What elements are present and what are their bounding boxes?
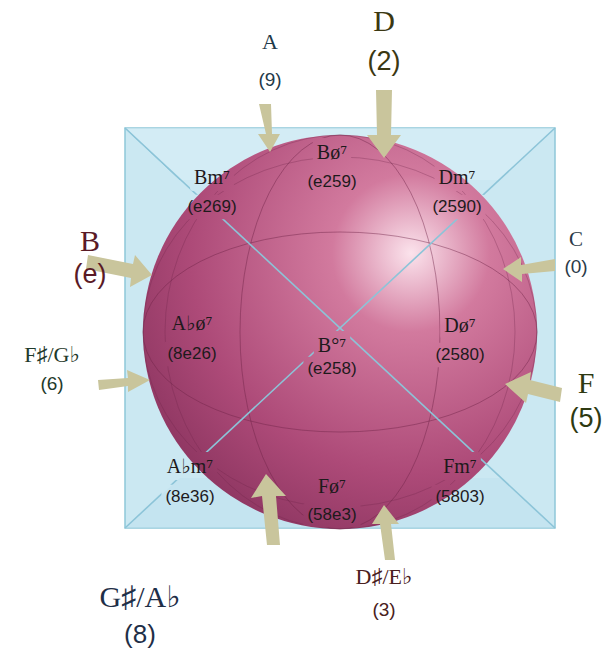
sphere-node: Bm⁷ (e269) Bø⁷ (e259) Dm⁷ (2590) A♭ø⁷ (8e26) B°⁷… xyxy=(143,135,537,529)
cube-face xyxy=(125,128,555,528)
chord-name: Dm⁷ xyxy=(439,166,476,188)
arrows xyxy=(86,90,562,560)
pitch-set: (8e36) xyxy=(165,488,214,507)
pitch-class: (9) xyxy=(258,70,281,91)
note-name: F xyxy=(578,366,595,399)
chord-name: Bm⁷ xyxy=(194,166,230,188)
pitch-class: (6) xyxy=(40,374,63,395)
chord-name: A♭ø⁷ xyxy=(172,312,213,334)
note-name: F♯/G♭ xyxy=(24,343,80,367)
chord-name: Dø⁷ xyxy=(444,314,475,336)
pitch-class: (3) xyxy=(372,600,395,621)
pitch-class: (2) xyxy=(368,47,401,77)
pitch-set: (e259) xyxy=(307,173,356,192)
chord-name: Bø⁷ xyxy=(317,141,347,163)
pitch-class: (5) xyxy=(570,404,603,434)
pitch-set: (58e3) xyxy=(307,506,356,525)
pitch-set: (8e26) xyxy=(167,345,216,364)
note-name: D xyxy=(373,4,395,37)
sphere xyxy=(143,135,537,529)
chord-name: Fm⁷ xyxy=(443,455,477,477)
pitch-class: (e) xyxy=(74,260,107,290)
pitch-set: (2580) xyxy=(435,346,484,365)
note-name: G♯/A♭ xyxy=(100,580,181,613)
chord-name: Fø⁷ xyxy=(318,475,346,497)
pitch-set: (5803) xyxy=(435,488,484,507)
pitch-class: (0) xyxy=(564,257,587,278)
pitch-class: (8) xyxy=(124,620,156,649)
note-name: B xyxy=(80,224,100,257)
chord-name: B°⁷ xyxy=(318,334,346,356)
chord-name: A♭m⁷ xyxy=(167,455,213,477)
note-name: C xyxy=(569,228,583,251)
note-name: A xyxy=(262,30,278,54)
pitch-set: (e258) xyxy=(307,360,356,379)
pitch-set: (2590) xyxy=(432,198,481,217)
note-name: D♯/E♭ xyxy=(356,565,413,589)
pitch-set: (e269) xyxy=(187,198,236,217)
grid-lines xyxy=(125,128,555,529)
